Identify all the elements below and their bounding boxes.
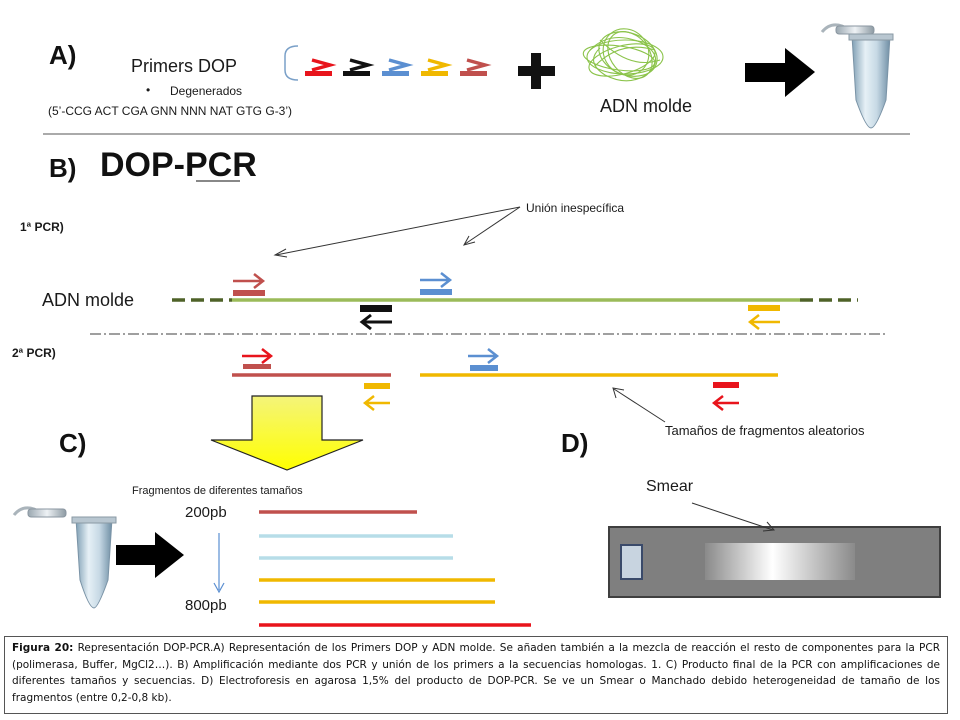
primer-arrow-blue	[382, 58, 414, 76]
big-yellow-down-arrow	[210, 395, 364, 471]
eppendorf-tube-c-icon	[12, 506, 117, 609]
primers-bullet-dot: •	[146, 83, 151, 97]
round2-primer-red	[242, 348, 274, 369]
nonspecific-pointer-arrows	[273, 206, 521, 258]
fragments-title: Fragmentos de diferentes tamaños	[132, 485, 303, 497]
random-sizes-label: Tamaños de fragmentos aleatorios	[665, 423, 865, 438]
diagram-graphics	[12, 23, 941, 627]
primer-arrow-yellow	[421, 58, 453, 76]
round2-primer-yellow	[362, 383, 390, 411]
nonspecific-label: Unión inespecífica	[526, 201, 625, 215]
primers-bullet: Degenerados	[170, 84, 243, 98]
size-bottom-label: 800pb	[185, 597, 227, 614]
round2-primer-brightred	[711, 382, 739, 411]
template-label-b: ADN molde	[42, 290, 135, 310]
caption-prefix: Figura 20:	[12, 642, 74, 654]
template-label-a: ADN molde	[600, 96, 693, 116]
primer-arrow-darkred	[460, 58, 492, 76]
dna-template-tangle-icon	[582, 28, 664, 82]
fragment-bars	[259, 510, 531, 627]
size-top-label: 200pb	[185, 504, 227, 521]
random-sizes-pointer	[612, 387, 666, 423]
primer-arrow-black	[343, 58, 375, 76]
section-c-label: C)	[59, 428, 87, 458]
primer-arrow-red	[305, 58, 337, 76]
primers-bracket	[284, 45, 299, 81]
section-a-label: A)	[49, 40, 77, 70]
bound-primer-black	[359, 305, 392, 331]
section-b-label: B)	[49, 153, 77, 183]
primers-title: Primers DOP	[131, 56, 238, 76]
smear-label: Smear	[646, 478, 694, 495]
round2-primer-blue	[468, 348, 500, 371]
section-d-label: D)	[561, 428, 589, 458]
size-direction-arrow	[213, 533, 225, 594]
round1-label: 1ª PCR)	[20, 220, 64, 234]
section-b-title: DOP-PCR	[100, 146, 257, 184]
primers-sequence: (5’-CCG ACT CGA GNN NNN NAT GTG G-3’)	[48, 104, 293, 118]
product-arrow-icon	[116, 532, 184, 578]
smear-pointer	[691, 502, 776, 532]
caption-text: Representación DOP-PCR.A) Representación…	[12, 642, 940, 704]
plus-icon	[518, 53, 555, 89]
figure-caption: Figura 20: Representación DOP-PCR.A) Rep…	[4, 636, 948, 714]
bound-primer-yellow	[747, 305, 780, 330]
bound-primer-red	[233, 273, 266, 296]
bound-primer-blue	[420, 272, 453, 295]
round2-label: 2ª PCR)	[12, 346, 56, 360]
eppendorf-tube-a-icon	[820, 23, 894, 129]
result-arrow-icon	[745, 48, 815, 97]
agarose-gel	[608, 526, 941, 598]
